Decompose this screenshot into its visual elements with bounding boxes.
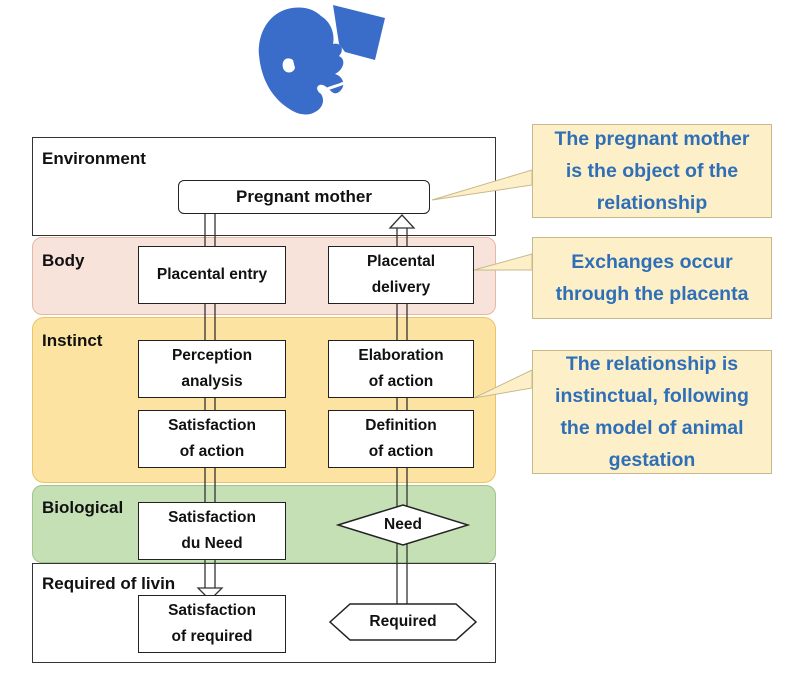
callout-instinctual-relationship: The relationship is instinctual, followi… [532, 350, 772, 474]
biological-label: Biological [42, 498, 124, 517]
required-of-living-label: Required of livin [42, 574, 176, 593]
definition-of-action-box: Definition of action [328, 410, 474, 468]
callout-placenta-exchanges: Exchanges occur through the placenta [532, 237, 772, 319]
fetus-icon [258, 5, 385, 115]
placental-entry-box: Placental entry [138, 246, 286, 304]
perception-analysis-box: Perception analysis [138, 340, 286, 398]
need-label: Need [384, 516, 422, 533]
satisfaction-of-required-box: Satisfaction of required [138, 595, 286, 653]
satisfaction-of-action-box: Satisfaction of action [138, 410, 286, 468]
required-hexagon [328, 603, 478, 641]
placental-delivery-box: Placental delivery [328, 246, 474, 304]
environment-label: Environment [42, 149, 146, 168]
instinct-label: Instinct [42, 331, 103, 350]
satisfaction-du-need-box: Satisfaction du Need [138, 502, 286, 560]
need-diamond [336, 504, 470, 546]
body-label: Body [42, 251, 85, 270]
elaboration-of-action-box: Elaboration of action [328, 340, 474, 398]
required-label: Required [369, 613, 437, 630]
pregnant-mother-box: Pregnant mother [178, 180, 430, 214]
callout-object-of-relationship: The pregnant mother is the object of the… [532, 124, 772, 218]
